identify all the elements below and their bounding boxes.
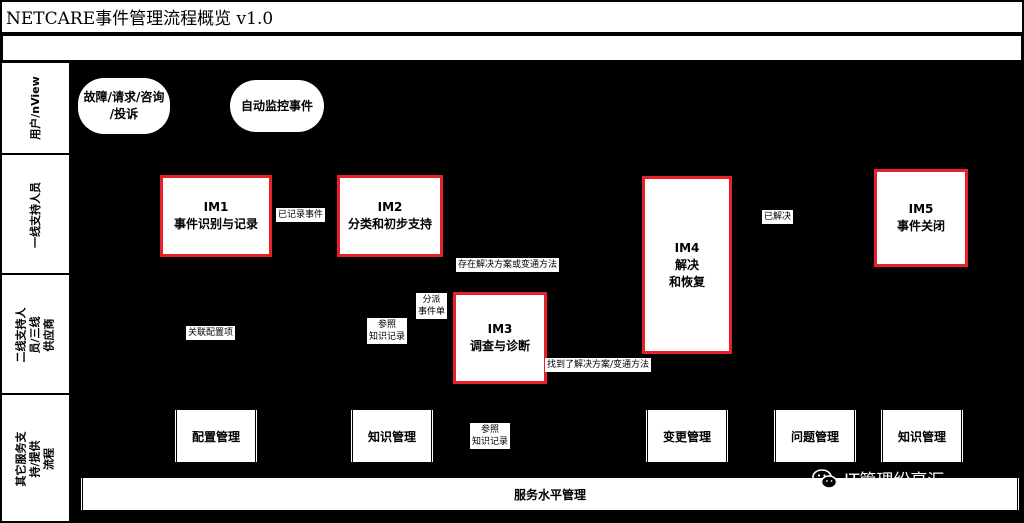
lane-label: 其它服务支持/提供 流程 [14, 431, 56, 487]
diagram-title: NETCARE事件管理流程概览 v1.0 [6, 9, 274, 29]
service-config-mgmt[interactable]: 配置管理 [174, 410, 258, 462]
edge-label-resolved: 已解决 [762, 210, 794, 224]
lane-label: 用户/nView [28, 76, 42, 140]
lane-user: 用户/nView [2, 63, 69, 155]
process-im2[interactable]: IM2 分类和初步支持 [337, 175, 443, 257]
service-knowledge-mgmt[interactable]: 知识管理 [350, 410, 434, 462]
edge-label-workaround-exists: 存在解决方案或变通方法 [456, 258, 560, 272]
process-label: 调查与诊断 [469, 339, 530, 353]
process-id: IM4 [674, 240, 700, 255]
process-label: 事件识别与记录 [173, 217, 258, 231]
process-im1[interactable]: IM1 事件识别与记录 [160, 175, 272, 257]
sla-bar[interactable]: 服务水平管理 [80, 478, 1020, 510]
trigger-fault-request[interactable]: 故障/请求/咨询 /投诉 [78, 78, 170, 134]
watermark: IT管理纷享汇 [812, 466, 944, 491]
edge-label-linked-ci: 关联配置项 [186, 326, 236, 340]
process-id: IM2 [377, 200, 403, 214]
trigger-auto-monitor[interactable]: 自动监控事件 [230, 80, 324, 132]
edge-label-ref-knowledge: 参照 知识记录 [367, 318, 408, 344]
lane-label: 一线支持人员 [28, 182, 42, 248]
subtitle-bar [2, 35, 1022, 61]
edge-label-recorded: 已记录事件 [276, 208, 326, 222]
edge-label-ref-knowledge: 参照 知识记录 [470, 423, 511, 449]
edge-label-found-solution: 找到了解决方案/变通方法 [545, 358, 652, 372]
process-im4[interactable]: IM4 解决 和恢复 [642, 176, 732, 354]
wechat-icon [812, 468, 838, 489]
edge-label-assign-ticket: 分派 事件单 [416, 293, 448, 319]
service-change-mgmt[interactable]: 变更管理 [645, 410, 729, 462]
lane-label-column [2, 63, 69, 521]
process-im3[interactable]: IM3 调查与诊断 [453, 292, 547, 384]
process-label: 事件关闭 [896, 219, 945, 233]
process-im5[interactable]: IM5 事件关闭 [874, 169, 968, 267]
lane-other-services: 其它服务支持/提供 流程 [2, 397, 69, 521]
lane-first-line: 一线支持人员 [2, 157, 69, 275]
service-problem-mgmt[interactable]: 问题管理 [773, 410, 857, 462]
process-id: IM3 [487, 322, 513, 336]
process-id: IM1 [203, 200, 229, 214]
service-knowledge-mgmt-2[interactable]: 知识管理 [880, 410, 964, 462]
process-label: 分类和初步支持 [347, 217, 432, 231]
process-label: 解决 和恢复 [668, 257, 705, 289]
title-bar [0, 0, 1024, 34]
process-id: IM5 [908, 202, 934, 216]
lane-second-line: 二线支持人员/三线 供应商 [2, 277, 69, 395]
lane-label: 二线支持人员/三线 供应商 [14, 307, 56, 363]
watermark-text: IT管理纷享汇 [844, 471, 945, 491]
